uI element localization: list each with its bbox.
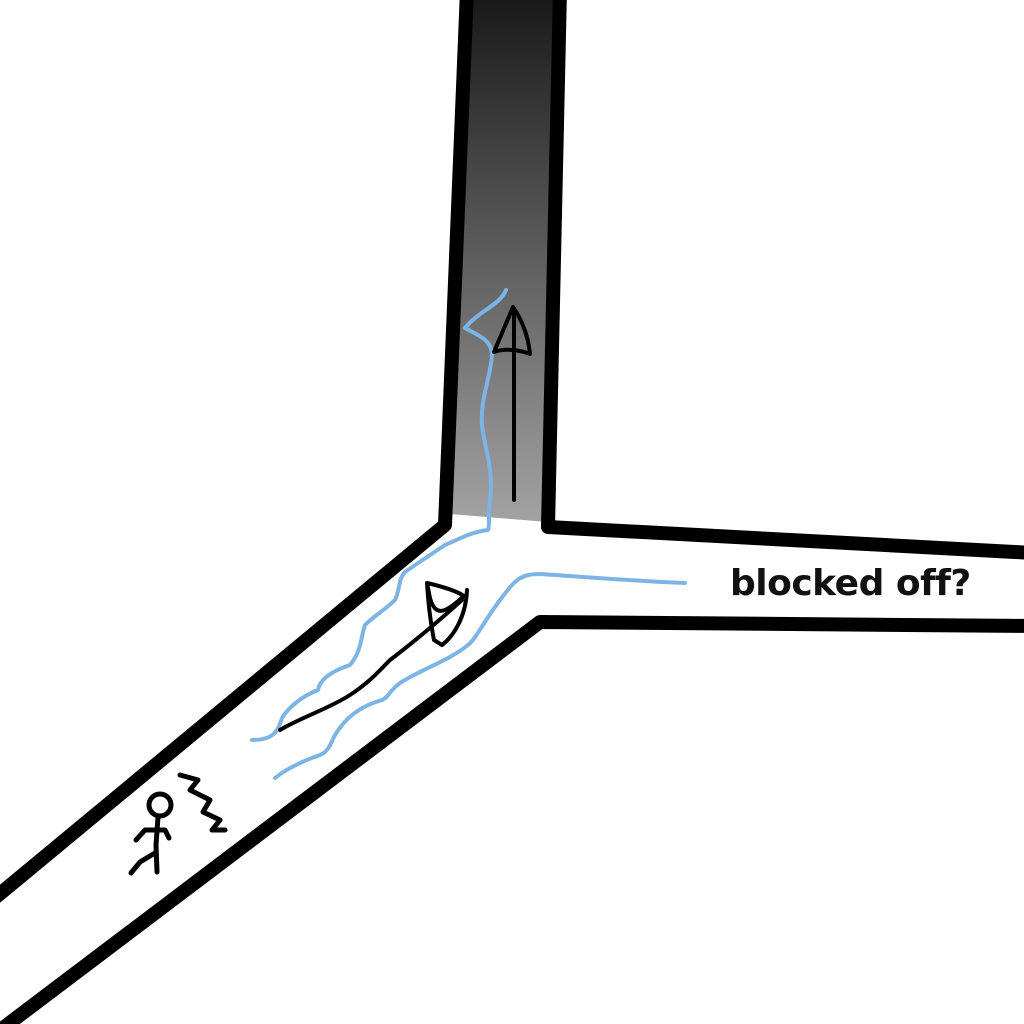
- blue-path-lower: [273, 572, 687, 780]
- wall-left-upper: [0, 0, 474, 903]
- forward-arrowhead-icon: [492, 305, 532, 356]
- wall-right-upper: [541, 0, 1024, 560]
- blocked-off-label: blocked off?: [730, 563, 971, 604]
- dark-corridor-shading: [450, 0, 556, 522]
- blue-path-upper: [250, 288, 508, 742]
- diagonal-arrow-shaft: [278, 598, 464, 732]
- stick-figure-icon: [128, 791, 174, 876]
- diagonal-arrowhead-icon: [425, 581, 469, 647]
- sound-squiggle-icon: [177, 772, 228, 833]
- wall-lower: [0, 615, 1024, 1024]
